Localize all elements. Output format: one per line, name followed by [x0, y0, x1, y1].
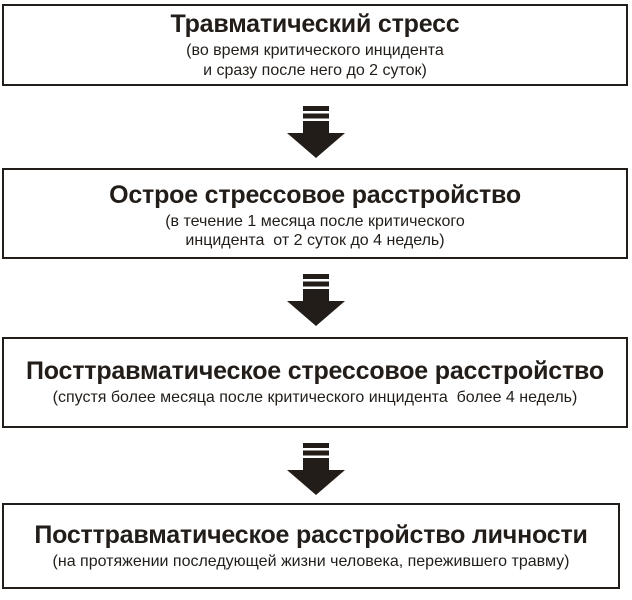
down-arrow-icon — [286, 106, 346, 158]
down-arrow-icon — [286, 443, 346, 495]
stage-title: Травматический стресс — [170, 10, 460, 39]
subtitle-line: (спустя более месяца после критического … — [52, 389, 578, 407]
subtitle-line: инцидента от 2 суток до 4 недель) — [185, 232, 445, 249]
stage-subtitle: (спустя более месяца после критического … — [53, 388, 578, 407]
stage-subtitle: (на протяжении последующей жизни человек… — [53, 552, 570, 571]
stage-subtitle: (в течение 1 месяца после критического и… — [165, 212, 465, 250]
stage-box-posttraumatic-personality-disorder: Посттравматическое расстройство личности… — [2, 503, 620, 589]
stage-box-traumatic-stress: Травматический стресс (во время критичес… — [2, 4, 628, 86]
subtitle-line: (на протяжении последующей жизни человек… — [52, 552, 570, 570]
stage-title: Посттравматическое расстройство личности — [34, 520, 588, 549]
stage-box-acute-stress-disorder: Острое стрессовое расстройство (в течени… — [2, 168, 628, 259]
stage-box-ptsd: Посттравматическое стрессовое расстройст… — [2, 337, 628, 428]
stage-subtitle: (во время критического инцидента и сразу… — [186, 41, 444, 79]
subtitle-line: (в течение 1 месяца после критического — [165, 212, 465, 230]
stage-title: Острое стрессовое расстройство — [109, 180, 521, 209]
down-arrow-icon — [286, 274, 346, 326]
subtitle-line: (во время критического инцидента — [186, 42, 444, 60]
subtitle-line: и сразу после него до 2 суток) — [203, 61, 427, 79]
stage-title: Посттравматическое стрессовое расстройст… — [26, 357, 604, 386]
